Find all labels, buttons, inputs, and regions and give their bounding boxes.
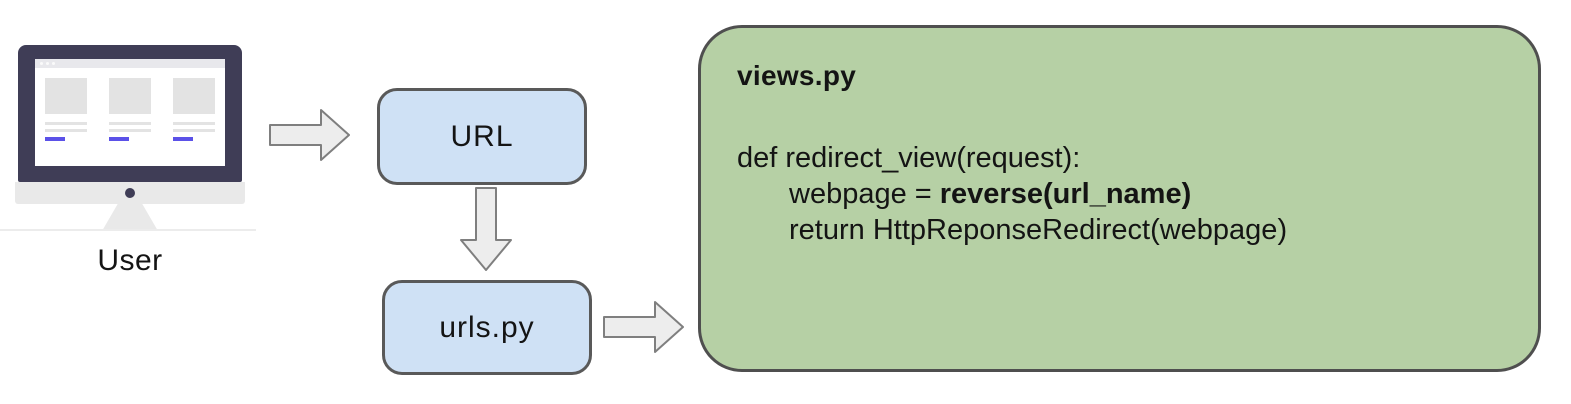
image-placeholder (173, 78, 215, 114)
urlspy-box-label: urls.py (439, 310, 535, 344)
monitor-power-dot (125, 188, 135, 198)
code-block: def redirect_view(request): webpage = re… (737, 140, 1502, 248)
image-placeholder (45, 78, 87, 114)
code-line-webpage-normal: webpage = (789, 178, 940, 210)
monitor-icon (15, 45, 245, 231)
content-column (173, 78, 215, 141)
views-panel: views.py def redirect_view(request): web… (698, 25, 1541, 372)
arrow-right-icon (269, 109, 350, 161)
text-line-placeholder (173, 129, 215, 132)
text-line-placeholder (45, 129, 87, 132)
link-placeholder (109, 137, 129, 141)
views-panel-title: views.py (737, 60, 857, 91)
link-placeholder (45, 137, 65, 141)
monitor-stand (102, 204, 158, 231)
window-dot-icon (46, 62, 49, 65)
text-line-placeholder (109, 129, 151, 132)
link-placeholder (173, 137, 193, 141)
user-label: User (97, 244, 163, 277)
url-box-label: URL (450, 119, 514, 153)
monitor-base-line (0, 229, 256, 231)
webpage-placeholder-content (35, 68, 225, 141)
monitor-chin (15, 182, 245, 204)
monitor-screen (35, 59, 225, 166)
text-line-placeholder (109, 122, 151, 125)
browser-header-bar (35, 59, 225, 68)
image-placeholder (109, 78, 151, 114)
content-column (45, 78, 87, 141)
url-box: URL (377, 88, 587, 185)
text-line-placeholder (45, 122, 87, 125)
arrow-right-icon (603, 301, 684, 353)
window-dot-icon (40, 62, 43, 65)
code-line-webpage: webpage = reverse(url_name) (737, 176, 1502, 212)
code-line-def: def redirect_view(request): (737, 142, 1081, 174)
code-line-webpage-bold: reverse(url_name) (939, 178, 1192, 210)
window-dot-icon (52, 62, 55, 65)
arrow-down-icon (460, 187, 512, 271)
content-column (109, 78, 151, 141)
code-line-return: return HttpReponseRedirect(webpage) (789, 214, 1288, 246)
text-line-placeholder (173, 122, 215, 125)
urlspy-box: urls.py (382, 280, 592, 375)
